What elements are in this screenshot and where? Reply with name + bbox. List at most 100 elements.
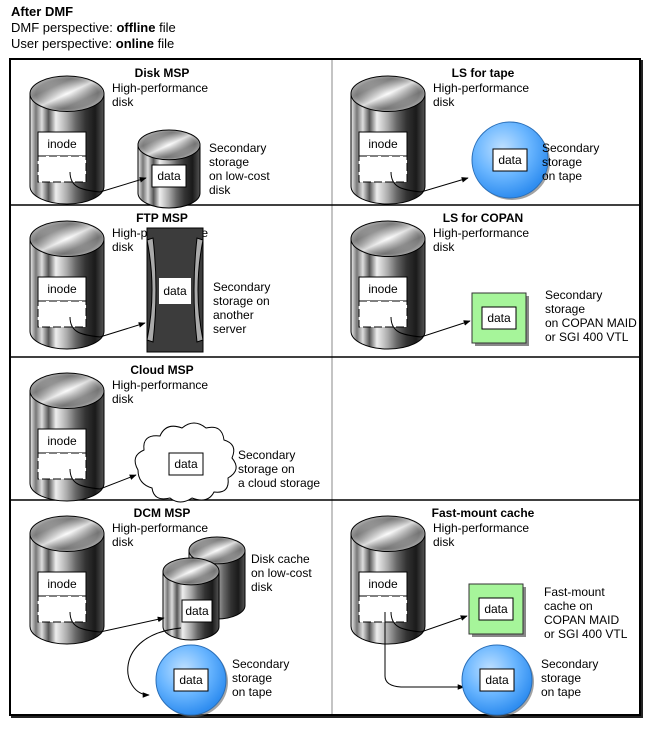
data-box bbox=[168, 452, 204, 476]
inode-label: inode bbox=[47, 282, 77, 296]
migration-arrow bbox=[69, 316, 146, 338]
inode-box bbox=[37, 428, 87, 454]
target-label-line: storage on bbox=[213, 294, 270, 308]
copan-icon bbox=[468, 583, 524, 635]
cylinder-top-sheen bbox=[352, 222, 424, 256]
inode-box bbox=[358, 571, 408, 597]
target-label-line: server bbox=[213, 322, 246, 336]
inode-data-slot bbox=[37, 595, 87, 623]
cylinder-top-sheen bbox=[139, 131, 199, 159]
target-label-line: Secondary bbox=[545, 288, 602, 302]
target-label-line: on tape bbox=[542, 169, 582, 183]
cylinder-top-sheen bbox=[164, 559, 218, 584]
data-box bbox=[478, 597, 514, 621]
inode-label: inode bbox=[47, 137, 77, 151]
inode-box bbox=[37, 571, 87, 597]
data-label: data bbox=[484, 602, 508, 616]
panel-title: LS for tape bbox=[452, 66, 515, 80]
data-block: data bbox=[151, 164, 187, 188]
diagram-frame bbox=[9, 58, 641, 716]
inode-label: inode bbox=[368, 577, 398, 591]
to-cache-arrow bbox=[390, 611, 468, 633]
user-perspective-value: online bbox=[115, 36, 155, 51]
inode-label: inode bbox=[368, 282, 398, 296]
primary-disk-label-line: disk bbox=[112, 240, 134, 254]
second-target-label-line: storage bbox=[541, 671, 581, 685]
target-label-line: or SGI 400 VTL bbox=[544, 627, 628, 641]
target-label-line: Secondary bbox=[209, 141, 266, 155]
primary-disk-label-line: disk bbox=[112, 95, 134, 109]
cylinder-top-sheen bbox=[190, 538, 244, 563]
inode-box bbox=[37, 131, 87, 157]
target-label-line: disk bbox=[251, 580, 273, 594]
inode-label: inode bbox=[368, 137, 398, 151]
target-label-line: Secondary bbox=[238, 448, 295, 462]
user-perspective-prefix: User perspective: bbox=[11, 36, 116, 51]
target-label-line: on low-cost bbox=[209, 169, 270, 183]
cylinder-top-sheen bbox=[352, 77, 424, 111]
inode-data-slot bbox=[358, 155, 408, 183]
primary-disk-label-line: disk bbox=[433, 535, 455, 549]
data-box bbox=[173, 668, 209, 692]
primary-disk-label-line: disk bbox=[433, 95, 455, 109]
migration-arrow bbox=[390, 316, 471, 338]
dmf-perspective-prefix: DMF perspective: bbox=[11, 20, 117, 35]
dmf-perspective-value: offline bbox=[116, 20, 156, 35]
server-rail-right bbox=[193, 237, 204, 343]
migration-arrow bbox=[69, 611, 165, 633]
data-label: data bbox=[157, 169, 181, 183]
data-label: data bbox=[485, 673, 509, 687]
primary-disk-label-line: High-performance bbox=[112, 378, 208, 392]
data-block: data bbox=[173, 668, 209, 692]
primary-disk-label-line: disk bbox=[112, 392, 134, 406]
data-label: data bbox=[498, 153, 522, 167]
second-target-label-line: on tape bbox=[232, 685, 272, 699]
data-label: data bbox=[179, 673, 203, 687]
panel-title: Fast-mount cache bbox=[432, 506, 535, 520]
primary-disk-label-line: High-performance bbox=[112, 521, 208, 535]
cylinder-top-sheen bbox=[31, 517, 103, 551]
target-label-line: Secondary bbox=[213, 280, 270, 294]
cylinder-top-sheen bbox=[31, 77, 103, 111]
target-label-line: Fast-mount bbox=[544, 585, 605, 599]
target-label-line: on low-cost bbox=[251, 566, 312, 580]
primary-disk-label-line: High-performance bbox=[433, 226, 529, 240]
inode-data-slot bbox=[37, 155, 87, 183]
panel-title: FTP MSP bbox=[136, 211, 188, 225]
data-block: data bbox=[492, 148, 528, 172]
primary-disk-label-line: disk bbox=[433, 240, 455, 254]
data-box bbox=[492, 148, 528, 172]
panel-title: DCM MSP bbox=[134, 506, 191, 520]
target-label-line: disk bbox=[209, 183, 231, 197]
data-box bbox=[181, 599, 213, 623]
cylinder-top-sheen bbox=[31, 222, 103, 256]
data-box bbox=[151, 164, 187, 188]
server-window bbox=[159, 278, 191, 304]
target-label-line: storage bbox=[545, 302, 585, 316]
panel-ftp-msp: FTP MSPHigh-performancediskinodedataSeco… bbox=[29, 211, 270, 353]
server-rail-left bbox=[146, 237, 157, 343]
target-label-line: storage bbox=[209, 155, 249, 169]
panel-title: LS for COPAN bbox=[443, 211, 523, 225]
data-label: data bbox=[174, 457, 198, 471]
target-label-line: storage bbox=[542, 155, 582, 169]
target-label-line: Disk cache bbox=[251, 552, 310, 566]
second-target-label-line: Secondary bbox=[232, 657, 289, 671]
data-block: data bbox=[478, 597, 514, 621]
